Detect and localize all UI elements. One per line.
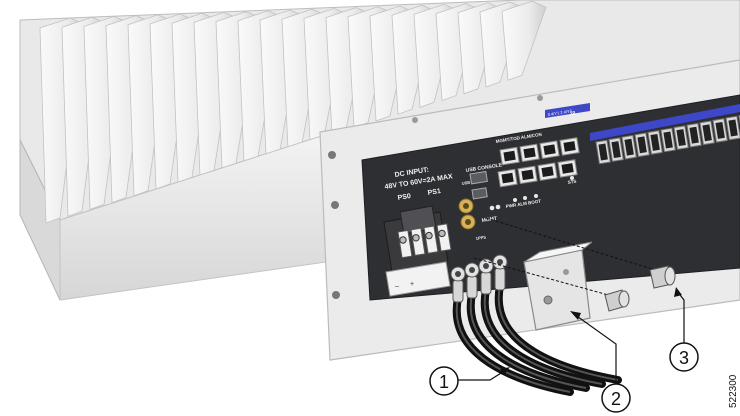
- mgmt-label: MGMT: [481, 216, 497, 224]
- chassis-heatsink: [19, 0, 740, 301]
- callout-1: 1: [429, 366, 459, 396]
- sfp-port: [699, 120, 715, 146]
- svg-text:1: 1: [439, 372, 449, 392]
- mount-hole: [412, 117, 418, 123]
- mount-hole: [332, 291, 340, 299]
- rj45-port: [559, 137, 580, 156]
- rj45-port: [499, 146, 520, 166]
- sfp-port: [621, 134, 637, 160]
- cable-bracket: [523, 241, 593, 331]
- rj45-port: [539, 140, 560, 159]
- dc-power-cables: [450, 254, 622, 396]
- ps1-label: PS1: [427, 188, 441, 197]
- terminal-minus-label: –: [395, 283, 399, 290]
- sfp-ports: [595, 113, 740, 165]
- sfp-port: [686, 122, 702, 148]
- mount-hole: [328, 151, 336, 159]
- port-group-label: 0.4/Y1 2.4/Y3: [547, 108, 572, 117]
- heatsink-fin: [501, 0, 547, 81]
- rj45-port: [517, 165, 538, 185]
- sts-label: STS: [567, 179, 576, 185]
- power-cable: [464, 262, 590, 392]
- sfp-port-band: 0.4/Y1 2.4/Y3 10: [545, 103, 740, 141]
- mount-hole: [331, 201, 339, 209]
- grounding-screw: [649, 265, 676, 289]
- ps0-label: PS0: [397, 193, 411, 202]
- usb-console-port: [471, 187, 488, 200]
- terminal-screw: [423, 225, 439, 254]
- rj45-port: [557, 159, 578, 178]
- bracket-screw: [604, 289, 630, 312]
- sfp-port: [712, 118, 728, 143]
- terminal-screw: [410, 227, 426, 257]
- rj45-port: [537, 162, 558, 181]
- callout-2: 2: [601, 383, 631, 413]
- rj45-port: [519, 143, 540, 163]
- usb-type-label: USB: [461, 180, 470, 186]
- port-group-10: 10: [569, 110, 576, 117]
- sfp-port: [608, 137, 624, 162]
- figure-id: 522300: [728, 374, 739, 408]
- dc-terminal-block: – +: [383, 205, 452, 297]
- sfp-port: [595, 139, 611, 165]
- status-leds: [489, 176, 574, 211]
- svg-text:3: 3: [679, 348, 689, 368]
- coax-connectors: [458, 198, 476, 230]
- gps-1pps-label: 1PPS: [475, 234, 486, 241]
- sfp-port: [647, 130, 663, 155]
- terminal-plus-label: +: [410, 281, 414, 288]
- power-cable: [492, 254, 622, 384]
- terminal-screw: [436, 223, 452, 252]
- rj45-ports: [497, 137, 580, 188]
- callout-arrowheads: [500, 287, 682, 375]
- sfp-port: [660, 127, 676, 153]
- rj45-port: [497, 168, 518, 188]
- pwr-alm-boot-label: PWR ALM BOOT: [505, 198, 541, 209]
- mount-hole: [537, 95, 543, 101]
- screws: [473, 217, 676, 312]
- usb-console-label: USB CONSOLE: [465, 162, 503, 174]
- terminal-screw: [397, 229, 413, 259]
- callout-3: 3: [669, 342, 699, 372]
- power-cable: [450, 266, 574, 396]
- sfp-port: [634, 132, 650, 158]
- sfp-port: [673, 125, 689, 150]
- usb-port: [469, 170, 488, 185]
- sfp-port: [725, 115, 740, 141]
- svg-text:2: 2: [611, 389, 621, 409]
